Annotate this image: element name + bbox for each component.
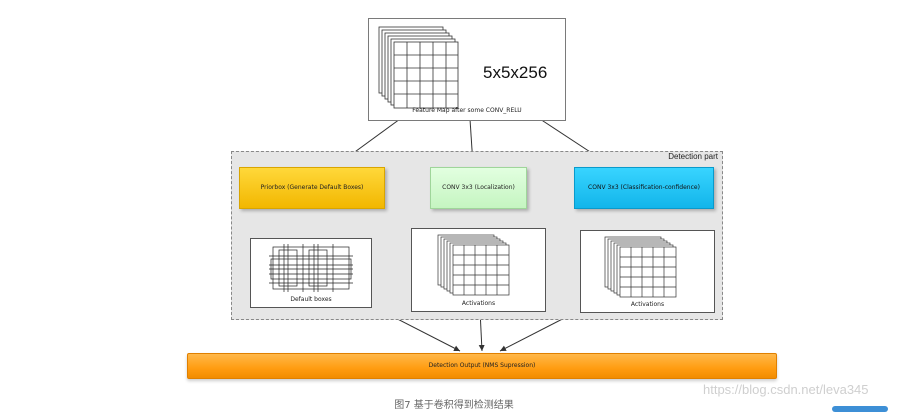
default-boxes-grid-icon bbox=[269, 244, 353, 292]
watermark-text: https://blog.csdn.net/leva345 bbox=[703, 382, 869, 397]
classification-activations-label: Activations bbox=[630, 301, 665, 308]
detection-output-bar: Detection Output (NMS Supression) bbox=[187, 353, 777, 379]
localization-activations-stack-icon bbox=[437, 234, 510, 296]
figure-caption: 图7 基于卷积得到检测结果 bbox=[394, 400, 514, 411]
localization-activations-label: Activations bbox=[461, 300, 496, 307]
feature-map-box: 5x5x256 Feature Map after some CONV_RELU bbox=[368, 18, 566, 121]
localization-activations-panel: Activations bbox=[411, 228, 546, 312]
feature-map-title: Feature Map after some CONV_RELU bbox=[412, 107, 522, 114]
feature-map-dims: 5x5x256 bbox=[483, 63, 548, 82]
classification-stage: CONV 3x3 (Classification-confidence) bbox=[574, 167, 714, 209]
corner-button[interactable] bbox=[832, 406, 888, 412]
priorbox-stage: Priorbox (Generate Default Boxes) bbox=[239, 167, 385, 209]
default-boxes-panel: Default boxes bbox=[250, 238, 372, 308]
classification-activations-panel: Activations bbox=[580, 230, 715, 313]
default-boxes-label: Default boxes bbox=[290, 296, 332, 303]
detection-part-title: Detection part bbox=[668, 152, 718, 161]
localization-stage: CONV 3x3 (Localization) bbox=[430, 167, 527, 209]
classification-activations-stack-icon bbox=[604, 236, 677, 298]
feature-map-stack-icon bbox=[378, 26, 459, 109]
